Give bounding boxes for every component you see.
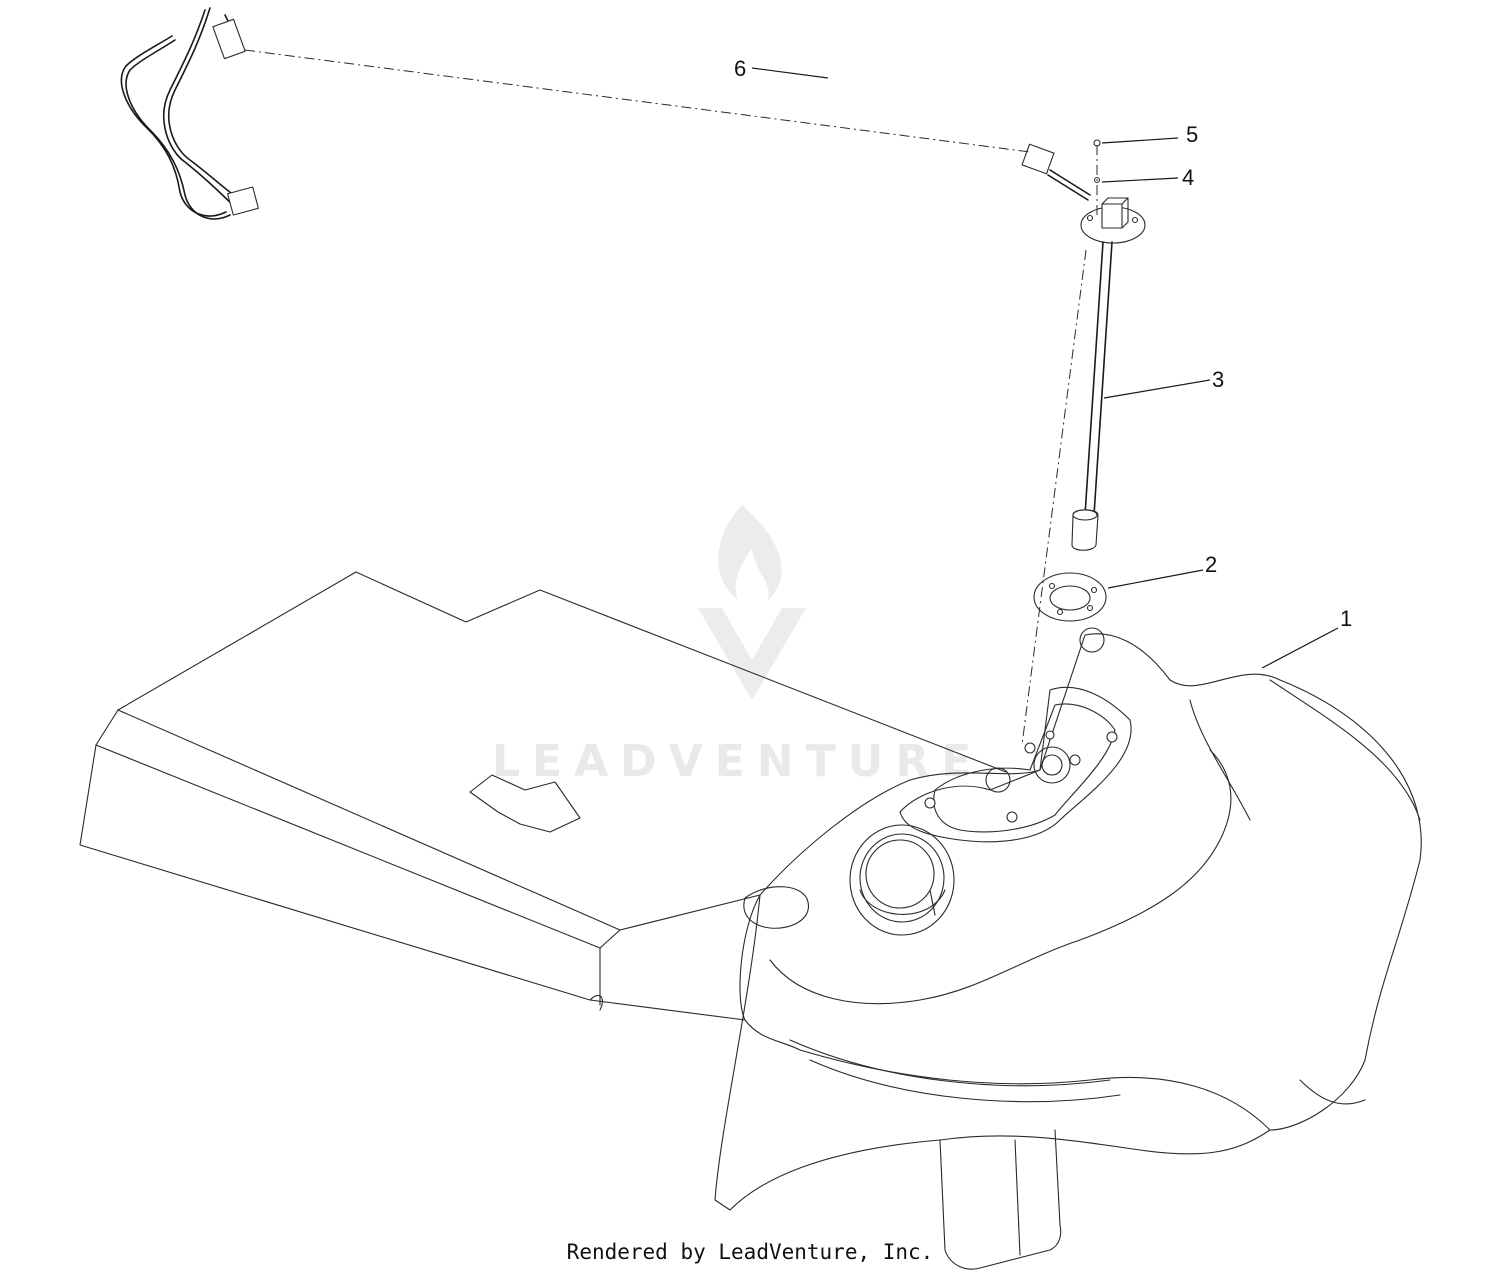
callout-3: 3 (1212, 367, 1224, 392)
callout-4: 4 (1182, 165, 1194, 190)
assembly-line-harness (244, 49, 1031, 153)
watermark-text: LEADVENTURE (492, 736, 983, 787)
tank-stand (939, 1129, 1062, 1270)
tank-left-platform-front (79, 709, 746, 1021)
wire-harness[interactable] (120, 7, 1091, 220)
callout-5: 5 (1186, 122, 1198, 147)
tank-main-body (759, 633, 1422, 1131)
callout-2: 2 (1205, 552, 1217, 577)
sender-gasket[interactable] (1033, 572, 1107, 622)
watermark-logo: LEADVENTURE (492, 505, 983, 787)
render-credit: Rendered by LeadVenture, Inc. (566, 1240, 934, 1264)
fuel-tank[interactable] (79, 571, 1422, 1270)
fuel-level-sender[interactable] (1071, 197, 1146, 551)
tank-sender-mount (899, 686, 1132, 843)
callout-1: 1 (1340, 606, 1352, 631)
tank-left-platform-top (117, 571, 1007, 773)
assembly-line-sender (1021, 249, 1087, 746)
callout-6: 6 (734, 56, 746, 81)
tank-label-recess (469, 774, 581, 833)
fuel-filler-neck (849, 824, 955, 936)
